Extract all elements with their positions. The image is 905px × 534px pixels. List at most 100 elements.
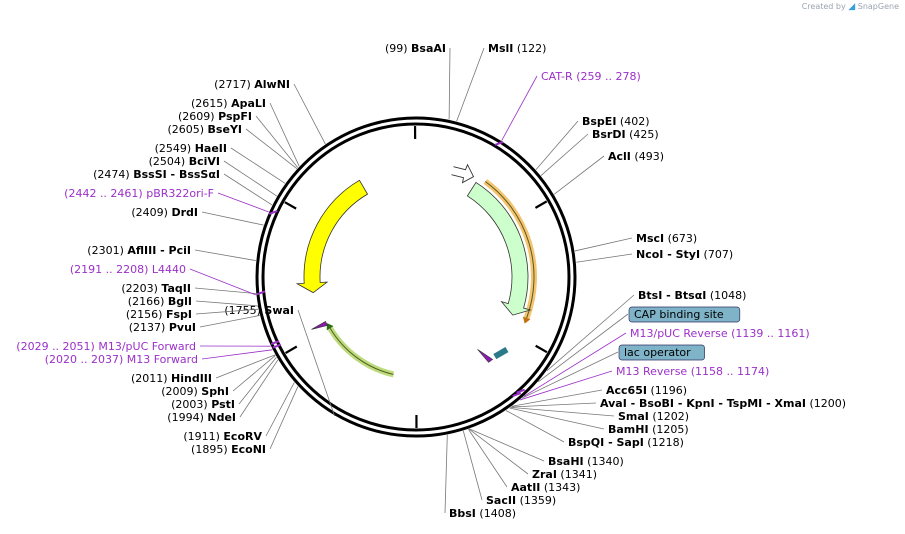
label-position: (2609) [178, 110, 215, 123]
leader-line [232, 355, 276, 392]
label-name: BsaHI [548, 455, 584, 468]
enzyme-label-ncoi: NcoI - StyI (707) [576, 248, 734, 263]
green-highlight-line [329, 328, 394, 375]
label-name: pBR322ori-F [146, 187, 214, 200]
enzyme-label-hindiii: (2011) HindIII [131, 354, 276, 385]
label-text: M13/pUC Reverse (1139 .. 1161) [630, 327, 810, 340]
enzyme-label-acli: AclI (493) [553, 150, 664, 195]
label-position: (673) [668, 232, 698, 245]
label-text: BbsI (1408) [449, 507, 516, 520]
label-name: M13/pUC Forward [98, 340, 196, 353]
leader-line [255, 115, 299, 168]
label-name: EcoNI [231, 443, 266, 456]
leader-line [189, 268, 257, 296]
enzyme-label-msci: MscI (673) [574, 232, 698, 252]
feature-lac-promoter [493, 346, 509, 360]
tick-mark [534, 200, 548, 209]
enzyme-label-bspqi: BspQI - SapI (1218) [505, 410, 684, 449]
tick-mark [284, 345, 298, 354]
leader-line [510, 402, 597, 408]
brand-created-by: Created by [801, 2, 846, 11]
label-name: MscI [636, 232, 664, 245]
label-text: (2020 .. 2037) M13 Forward [45, 353, 198, 366]
label-text: AatII (1343) [511, 481, 580, 494]
leader-line [297, 309, 335, 417]
label-position: (2504) [149, 155, 186, 168]
leader-line [576, 253, 633, 263]
leader-line [194, 287, 256, 294]
leader-line [448, 47, 451, 120]
leader-line [269, 386, 299, 450]
leader-line [505, 410, 565, 443]
enzyme-label-bcivi: (2504) BciVI [149, 155, 278, 197]
label-text: BspEI (402) [582, 115, 650, 128]
label-position: (1343) [544, 481, 581, 494]
label-text: (2717) AlwNI [214, 78, 290, 91]
label-name: M13 Forward [127, 353, 198, 366]
label-position: (493) [634, 150, 664, 163]
label-text: (2442 .. 2461) pBR322ori-F [64, 187, 214, 200]
label-name: AatII [511, 481, 540, 494]
enzyme-label-bamhi: BamHI (1205) [509, 407, 689, 436]
primer-arrow [477, 349, 494, 363]
label-name: NdeI [207, 411, 236, 424]
enzyme-label-ndei: (1994) NdeI [167, 359, 279, 424]
label-position: (1341) [560, 468, 597, 481]
label-name: lac operator [624, 346, 691, 359]
label-name: CAT-R [541, 70, 573, 83]
orange-highlight-line [485, 181, 535, 319]
label-name: FspI [166, 308, 192, 321]
enzyme-label-zrai: ZraI (1341) [468, 428, 597, 481]
label-text: BtsI - BtsαI (1048) [638, 289, 746, 302]
primer-label-l4440: (2191 .. 2208) L4440 [70, 263, 266, 296]
enzyme-label-bspei: BspEI (402) [535, 115, 650, 170]
leader-line [444, 434, 448, 514]
label-name: PstI [211, 398, 235, 411]
primer-label-cat-r: CAT-R (259 .. 278) [494, 70, 641, 146]
label-text: (99) BsaAI [385, 42, 446, 55]
feature-ori [295, 179, 369, 294]
tick-mark [535, 344, 548, 354]
label-position: (707) [704, 248, 734, 261]
leader-line [201, 211, 264, 226]
label-position: (122) [517, 42, 547, 55]
brand-app-name: SnapGene [857, 2, 899, 11]
feature-m13-fwd [311, 321, 328, 330]
enzyme-label-afliii: (2301) AflIII - PciI [87, 244, 256, 262]
label-name: MslI [488, 42, 513, 55]
label-position: (259 .. 278) [576, 70, 641, 83]
leader-line [574, 237, 633, 252]
leader-line [239, 359, 279, 418]
label-text: (2191 .. 2208) L4440 [70, 263, 186, 276]
enzyme-label-pspfi: (2609) PspFI [178, 110, 299, 168]
leader-line [269, 102, 300, 167]
label-text: BsrDI (425) [592, 128, 659, 141]
label-position: (402) [620, 115, 650, 128]
label-text: BspQI - SapI (1218) [568, 436, 684, 449]
leader-line [509, 407, 605, 430]
label-position: (2549) [155, 142, 192, 155]
label-position: (99) [385, 42, 408, 55]
label-text: (1895) EcoNI [191, 443, 266, 456]
primer-label-m13/puc: (2029 .. 2051) M13/pUC Forward [16, 340, 280, 353]
label-name: BtsI - BtsαI [638, 289, 706, 302]
enzyme-label-bsahi: BsaHI (1340) [469, 428, 624, 468]
label-position: (2474) [93, 168, 130, 181]
label-name: BglI [168, 295, 192, 308]
feature-cmr [466, 181, 532, 316]
enzyme-label-haeii: (2549) HaeII [155, 142, 286, 184]
enzyme-label-bsssi: (2474) BssSI - BssSαI [93, 168, 273, 206]
label-text: (2615) ApaLI [191, 97, 266, 110]
leader-line [468, 428, 529, 475]
label-name: PspFI [218, 110, 252, 123]
leader-line [223, 160, 278, 197]
enzyme-label-bsrdi: BsrDI (425) [540, 128, 659, 176]
leader-line [195, 308, 259, 315]
label-position: (2011) [131, 372, 168, 385]
enzyme-label-ecorv: (1911) EcoRV [183, 382, 295, 443]
enzyme-label-avai: AvaI - BsoBI - KpnI - TspMI - XmaI (1200… [510, 397, 846, 410]
primer-site-mark [516, 388, 526, 394]
leader-line [265, 382, 295, 437]
label-name: BamHI [608, 423, 649, 436]
